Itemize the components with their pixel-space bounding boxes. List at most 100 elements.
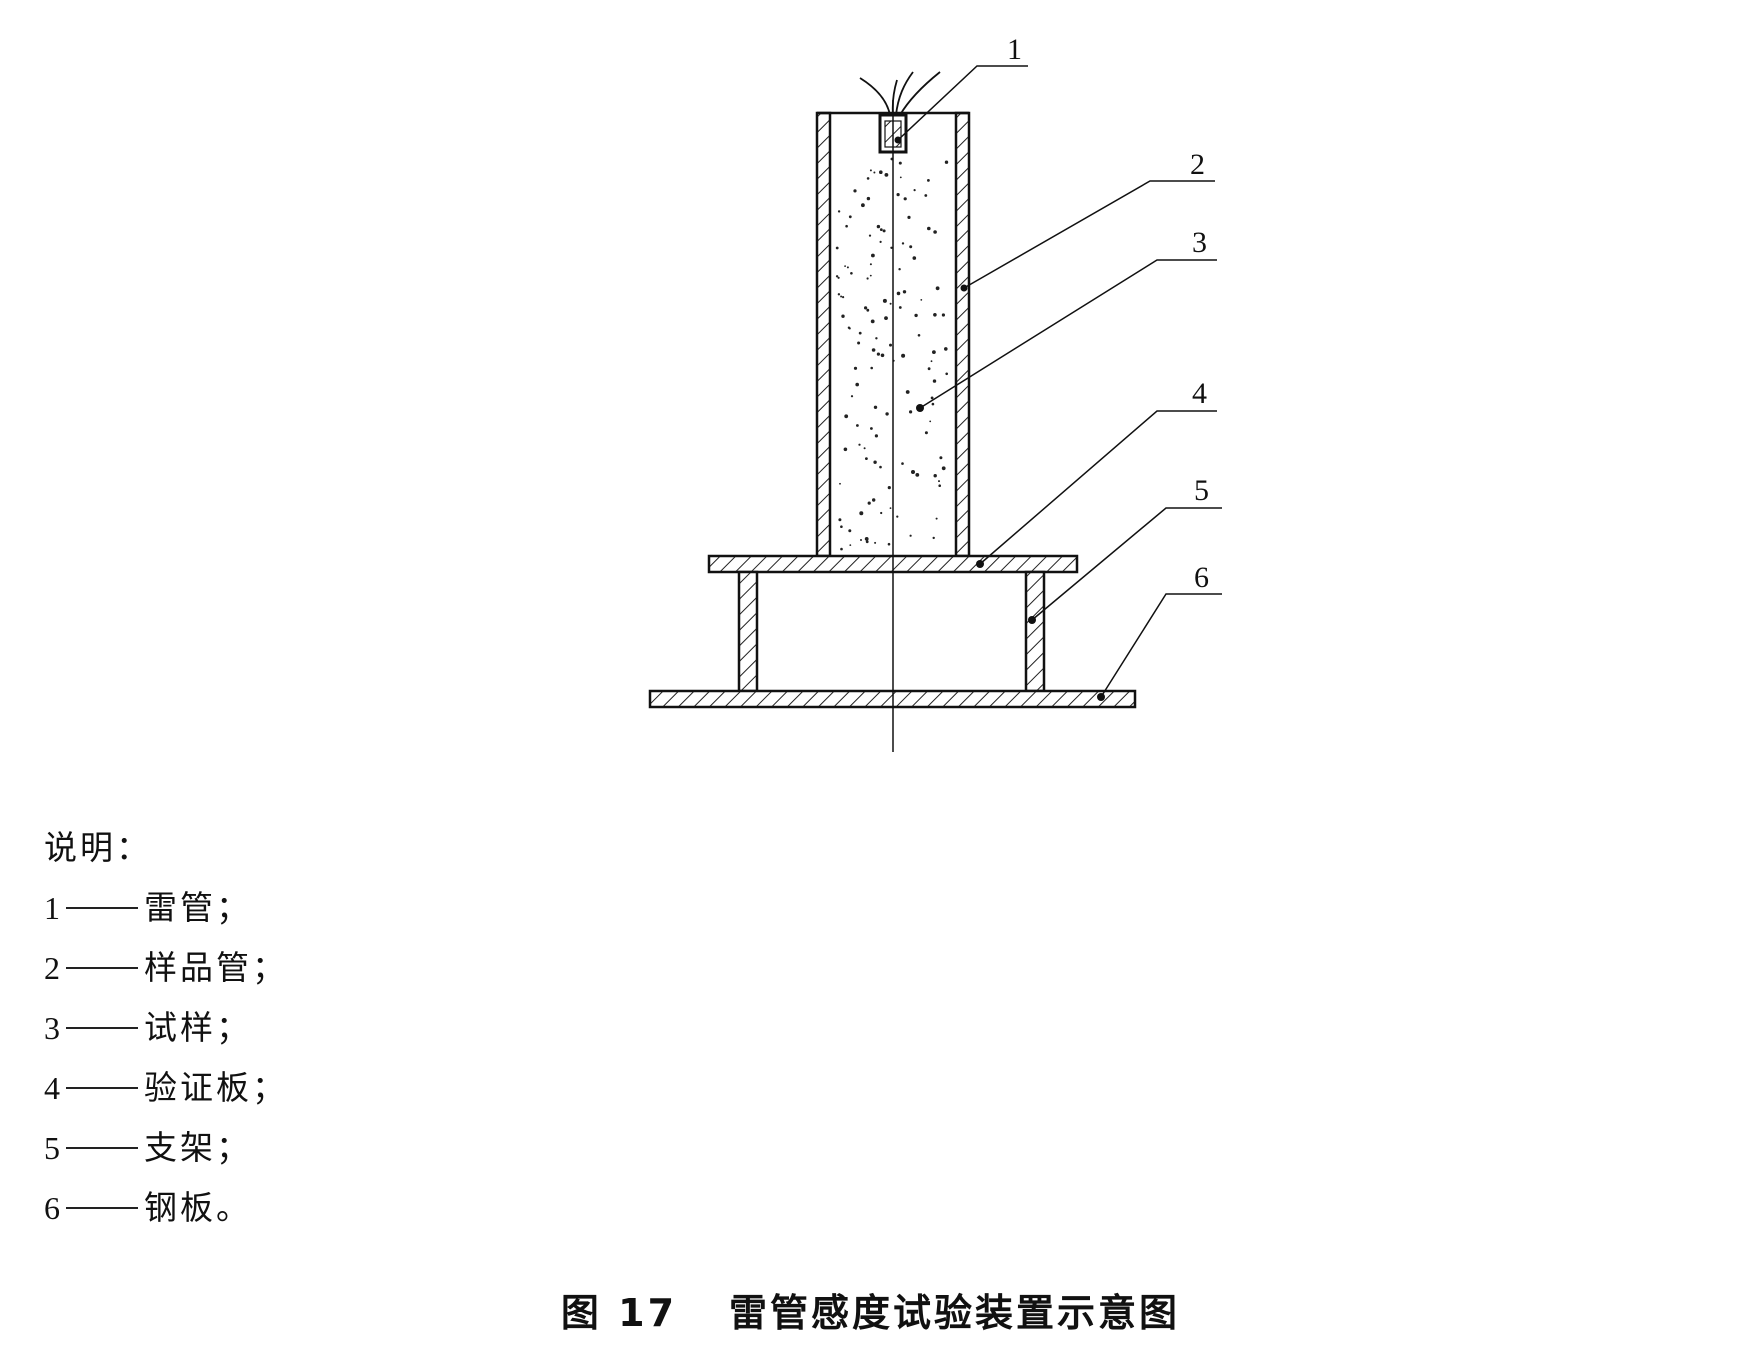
leader-line-4 [979,410,1217,565]
sample-speck [903,197,907,201]
sample-speck [882,298,887,303]
legend-dash [66,907,138,909]
leader-dots [894,136,1105,701]
figure-number: 图 17 [560,1291,678,1335]
sample-speck [861,203,865,208]
legend-item-text: 试样； [144,1008,252,1047]
sample-speck [896,515,899,518]
sample-speck [896,193,900,197]
legend-item-number: 2 [44,950,63,986]
sample-speck [941,466,946,471]
figure-caption: 图 17 雷管感度试验装置示意图 [0,1290,1741,1336]
leader-dot-1 [894,136,902,144]
sample-speck [889,302,892,305]
legend-item: 4 验证板； [44,1068,288,1108]
leader-dot-6 [1097,693,1105,701]
sample-speck [924,431,928,435]
legend-item: 6 钢板。 [44,1188,288,1228]
sample-speck [873,171,876,174]
sample-speck [869,274,872,277]
legend-item-number: 3 [44,1010,63,1046]
sample-speck [939,456,943,460]
sample-tube [815,111,971,558]
sample-speck [871,348,876,352]
callout-3: 3 [1192,226,1207,259]
sample-speck [870,319,875,324]
sample-speck [944,160,949,164]
callout-6: 6 [1194,561,1209,594]
legend-item-number: 1 [44,890,63,926]
leader-lines [897,65,1222,698]
sample-speck [841,314,845,318]
sample-speck [870,366,873,370]
sample-speck [837,276,840,279]
legend-item: 5 支架； [44,1128,288,1168]
sample-speck [930,396,934,400]
legend-dash [66,967,138,969]
sample-speck [849,544,852,546]
sample-speck [879,240,882,243]
sample-speck [865,540,869,544]
sample-speck [920,299,923,301]
sample-speck [901,462,904,465]
sample-speck [945,372,948,376]
sample-speck [869,263,872,266]
sample-speck [889,507,892,509]
legend-dash [66,1207,138,1209]
legend-dash [66,1087,138,1089]
sample-speck [853,366,858,370]
sample-speck [850,272,853,275]
legend-item-number: 6 [44,1190,63,1226]
sample-speck [848,215,852,219]
sample-speck [915,473,920,477]
sample-speck [901,353,906,358]
sample-speck [843,447,848,452]
sample-speck [927,226,931,231]
sample-speck [835,246,839,250]
legend-dash [66,1027,138,1029]
sample-speck [858,443,861,446]
sample-speck [912,256,917,260]
sample-speck [941,313,946,317]
sample-speck [938,480,940,483]
sample-speck [927,367,931,371]
sample-speck [879,170,883,174]
sample-speck [935,517,938,520]
sample-speck [871,253,875,258]
callout-5: 5 [1194,474,1209,507]
leader-line-1 [897,65,1028,141]
sample-speck [865,457,868,460]
sample-speck [874,434,879,438]
sample-speck [938,484,941,488]
sample-speck [853,189,857,193]
sample-speck [840,547,843,551]
sample-speck [880,353,885,358]
support-frame [737,570,1046,693]
sample-speck [930,360,933,363]
legend: 说明： 1 雷管； 2 样品管； 3 试样； 4 验证板； 5 支架； 6 钢板… [44,828,288,1248]
sample-speck [870,427,873,430]
sample-speck [924,194,928,197]
sample-speck [846,266,849,269]
sample-speck [901,242,905,245]
leader-dot-5 [1028,616,1036,624]
sample-speck [933,474,937,478]
support-left-leg [737,570,759,693]
sample-speck [839,482,841,485]
sample-speck [844,414,849,419]
sample-speck [840,295,843,298]
sample-speck [884,173,889,177]
leader-line-3 [919,259,1217,409]
sample-speck [844,265,846,267]
sample-speck [835,275,839,278]
sample-speck [873,405,878,409]
sample-speck [887,542,891,546]
legend-title: 说明： [44,828,152,867]
sample-speck [899,176,902,179]
sample-speck [873,460,877,464]
callout-1: 1 [1007,33,1022,66]
sample-speck [875,337,878,340]
sample-speck [896,291,901,296]
figure-title: 雷管感度试验装置示意图 [729,1291,1181,1335]
sample-speck [909,534,912,537]
